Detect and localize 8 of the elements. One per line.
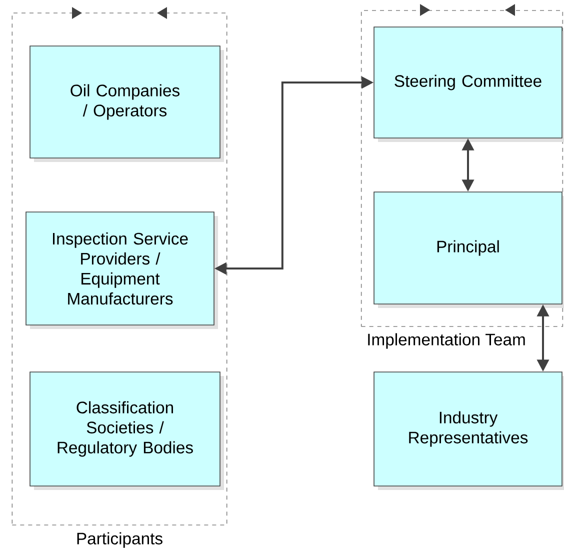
process-box: Industry Representatives <box>374 372 564 490</box>
process-box: Inspection Service Providers / Equipment Manufacturers <box>26 212 218 329</box>
process-box: Steering Committee <box>374 26 564 142</box>
group-label: Implementation Team <box>368 333 525 349</box>
group-label: Participants <box>77 532 162 548</box>
process-box: Principal <box>374 192 564 308</box>
process-box: Oil Companies / Operators <box>30 46 224 162</box>
process-box: Classification Societies / Regulatory Bodies <box>30 372 224 490</box>
